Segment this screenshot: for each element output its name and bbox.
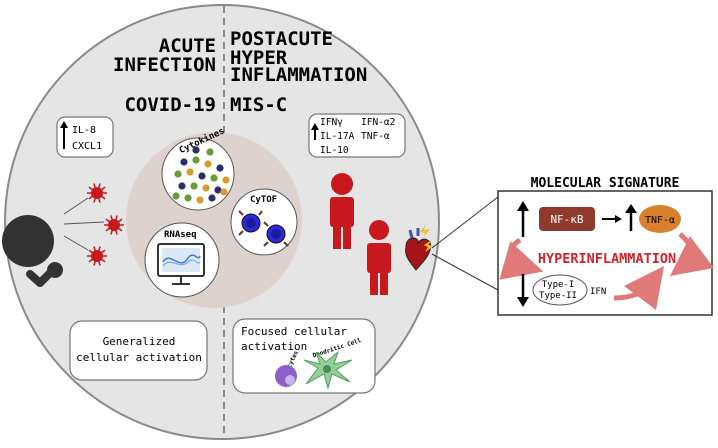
activation-label: activation <box>241 340 307 353</box>
cytokine-dots <box>172 146 230 204</box>
cytokine-dot <box>184 194 192 202</box>
il10-label: IL-10 <box>320 145 349 156</box>
ifn-label: IFN <box>590 287 606 297</box>
cytokine-dot <box>186 168 194 176</box>
coughing-person-icon <box>2 197 105 287</box>
monitor-icon <box>157 243 205 285</box>
cellular-activation-label: cellular activation <box>76 351 202 364</box>
lightning-icon <box>420 224 434 252</box>
left-marker-box: IL-8 CXCL1 <box>56 116 114 158</box>
covid-label: COVID-19 <box>124 94 216 116</box>
nfkb-node <box>539 207 595 231</box>
cytokine-dot <box>190 182 198 190</box>
misc-label: MIS-C <box>230 94 287 116</box>
cycle-arrow <box>613 266 665 311</box>
cytokine-dot <box>214 186 222 194</box>
cytokine-dot <box>192 156 200 164</box>
cytokine-dot <box>220 188 228 196</box>
hyperinflammation-label: HYPERINFLAMMATION <box>538 251 676 267</box>
inflammation-label: INFLAMMATION <box>230 64 367 86</box>
virus-icon <box>87 183 107 203</box>
cytokine-dot <box>178 182 186 190</box>
type2-label: Type-II <box>539 291 577 301</box>
ifng-label: IFNγ <box>320 117 343 128</box>
cytokine-dot <box>216 164 224 172</box>
cytokine-dot <box>208 194 216 202</box>
cytokine-dot <box>180 158 188 166</box>
cytokine-dot <box>174 170 182 178</box>
acute-label: ACUTE <box>159 35 216 57</box>
cytokine-dot <box>202 184 210 192</box>
ifna2-label: IFN-α2 <box>361 117 395 128</box>
connector-line <box>431 196 499 249</box>
connector-line <box>431 253 499 291</box>
rnaseq-label: RNAseq <box>164 230 197 240</box>
nfkb-label: NF-κB <box>550 213 583 226</box>
cytokine-dot <box>222 176 230 184</box>
postacute-label: POSTACUTE <box>230 28 333 50</box>
tnf-node <box>639 205 681 233</box>
cytof-panel: CyTOF <box>230 188 298 256</box>
generalized-activation-box: Generalized cellular activation <box>69 320 208 381</box>
focused-activation-box: Focused cellular activation Monocytes De… <box>232 318 376 394</box>
il17a-label: IL-17A <box>320 131 355 142</box>
hyper-label: HYPER <box>230 47 288 69</box>
person-icon <box>367 220 391 295</box>
rnaseq-panel: RNAseq <box>144 222 220 298</box>
il8-label: IL-8 <box>72 125 96 136</box>
cytokine-dot <box>206 148 214 156</box>
cytokine-dot <box>204 160 212 168</box>
virus-icon <box>87 246 107 266</box>
monocyte-icon <box>275 365 297 387</box>
infection-label: INFECTION <box>113 54 216 76</box>
molecular-signature-box: MOLECULAR SIGNATURE NF-κB TNF-α HYPERINF… <box>497 176 715 316</box>
tnfa-label: TNF-α <box>361 131 390 142</box>
cycle-arrow <box>670 232 715 277</box>
cytokine-dot <box>198 172 206 180</box>
cytokine-dot <box>210 174 218 182</box>
signature-title: MOLECULAR SIGNATURE <box>531 176 680 191</box>
cxcl1-label: CXCL1 <box>72 141 102 152</box>
cycle-arrow <box>499 237 544 280</box>
type1-label: Type-I <box>542 280 575 290</box>
virus-group <box>87 183 124 266</box>
type-ifn-node <box>532 274 588 306</box>
cytof-cell <box>238 210 263 236</box>
heart-icon <box>405 228 432 271</box>
generalized-label: Generalized <box>103 335 176 348</box>
right-marker-box: IFNγ IL-17A IL-10 IFN-α2 TNF-α <box>308 113 406 158</box>
tnf-label: TNF-α <box>645 215 675 226</box>
cytokine-dot <box>192 146 200 154</box>
cytof-label: CyTOF <box>250 195 277 205</box>
cytokine-dot <box>196 196 204 204</box>
cytof-cell <box>263 221 289 247</box>
cytokine-dot <box>172 192 180 200</box>
person-icon <box>330 173 354 249</box>
focused-label: Focused cellular <box>241 325 347 338</box>
virus-icon <box>104 215 124 235</box>
